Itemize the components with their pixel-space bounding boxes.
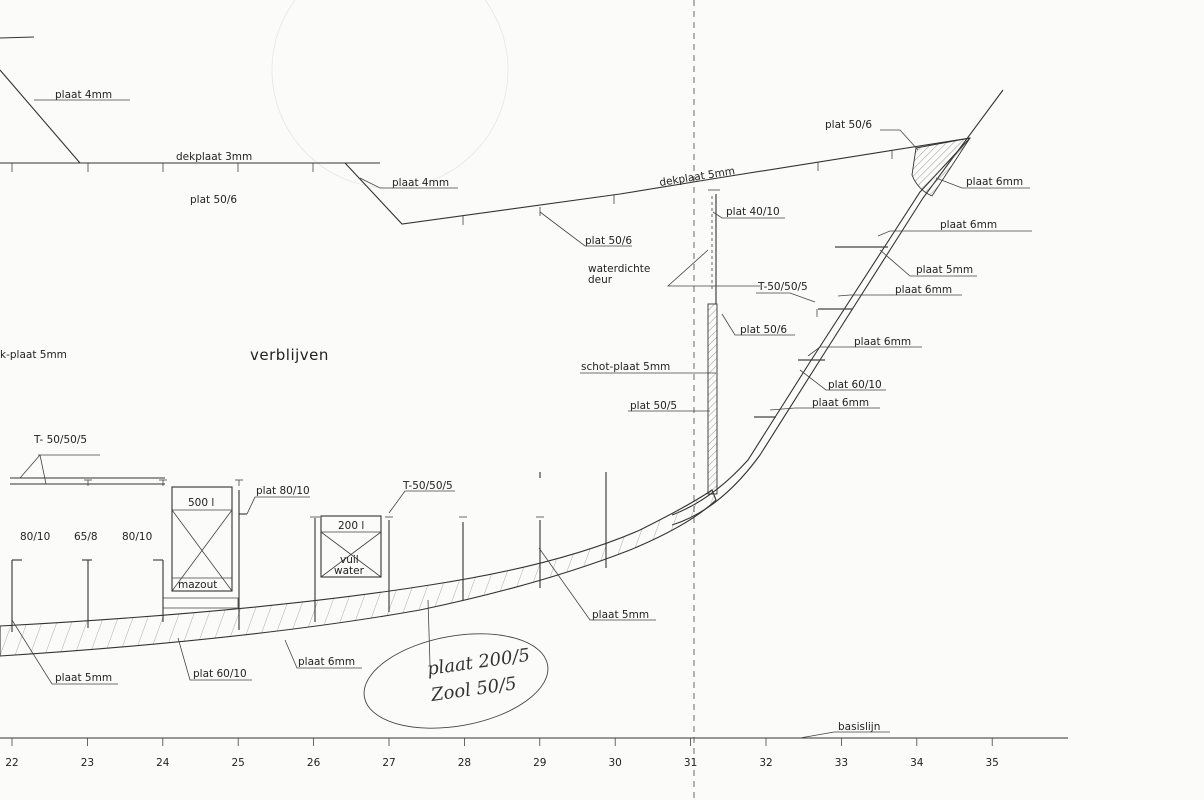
label-mazout: mazout — [178, 579, 217, 591]
frame-label-22: 22 — [5, 757, 18, 769]
frame-number-scale: 22 23 24 25 26 27 28 29 30 31 32 33 34 35 — [5, 757, 999, 769]
label-plat-50-6-upper: plat 50/6 — [585, 235, 632, 247]
frame-label-26: 26 — [307, 757, 321, 769]
label-plat-80-10: plat 80/10 — [256, 485, 310, 497]
label-plat-60-10-right: plat 60/10 — [828, 379, 882, 391]
label-t-50-50-5-left: T- 50/50/5 — [33, 434, 87, 446]
label-vuil: vuil — [340, 554, 359, 566]
frame-label-31: 31 — [684, 757, 697, 769]
frame-label-34: 34 — [910, 757, 924, 769]
label-water: water — [334, 565, 365, 577]
floor-frames — [10, 472, 607, 632]
frame-label-25: 25 — [232, 757, 245, 769]
frame-label-30: 30 — [609, 757, 622, 769]
label-plaat-6mm-bow2: plaat 6mm — [940, 219, 997, 231]
frame-label-33: 33 — [835, 757, 848, 769]
label-basislijn: basislijn — [838, 721, 880, 733]
label-tank-500: 500 l — [188, 497, 214, 509]
t-profile-caps — [84, 479, 544, 518]
tank-vuil-water — [320, 515, 382, 578]
label-waterdichte: waterdichte — [588, 263, 650, 275]
baseline — [0, 0, 1068, 800]
handwritten-zool-50-5: Zool 50/5 — [429, 673, 518, 706]
label-plat-50-6-bow: plat 50/6 — [825, 119, 872, 131]
frame-label-28: 28 — [458, 757, 471, 769]
label-plaat-4mm-mid: plaat 4mm — [392, 177, 449, 189]
label-k-plaat-5mm: k-plaat 5mm — [0, 349, 67, 361]
bow-hull — [671, 89, 1004, 526]
faint-trace-circle — [271, 0, 509, 189]
frame-label-32: 32 — [759, 757, 772, 769]
label-verblijven: verblijven — [250, 346, 329, 364]
handwritten-ellipse — [363, 633, 549, 729]
upper-deck — [0, 36, 971, 225]
label-65-8: 65/8 — [74, 531, 98, 543]
label-plaat-6mm-bow4: plaat 6mm — [854, 336, 911, 348]
labels: plaat 4mm dekplaat 3mm plat 50/6 plaat 4… — [0, 89, 1023, 733]
label-80-10-a: 80/10 — [20, 531, 50, 543]
label-t-50-50-5-right: T-50/50/5 — [757, 281, 808, 293]
label-plaat-6mm-bottom: plaat 6mm — [298, 656, 355, 668]
label-plaat-6mm-bow1: plaat 6mm — [966, 176, 1023, 188]
label-t-50-50-5-mid: T-50/50/5 — [402, 480, 453, 492]
label-plaat-6mm-bow3: plaat 6mm — [895, 284, 952, 296]
label-schot-plaat-5mm: schot-plaat 5mm — [581, 361, 670, 373]
frame-label-23: 23 — [81, 757, 94, 769]
label-plat-50-6-bulkhead: plat 50/6 — [740, 324, 787, 336]
tank-mazout — [171, 486, 233, 592]
label-80-10-b: 80/10 — [122, 531, 152, 543]
label-plat-40-10: plat 40/10 — [726, 206, 780, 218]
label-plat-50-5: plat 50/5 — [630, 400, 677, 412]
bulkhead — [707, 189, 720, 495]
label-plat-60-10-bottom: plat 60/10 — [193, 668, 247, 680]
frame-label-24: 24 — [156, 757, 170, 769]
label-plaat-4mm-top: plaat 4mm — [55, 89, 112, 101]
label-deur: deur — [588, 274, 613, 286]
frame-label-29: 29 — [533, 757, 546, 769]
frame-label-27: 27 — [382, 757, 395, 769]
label-dekplaat-5mm: dekplaat 5mm — [659, 165, 736, 189]
label-plaat-5mm-bow: plaat 5mm — [916, 264, 973, 276]
label-tank-200: 200 l — [338, 520, 364, 532]
label-plaat-5mm-bottom-left: plaat 5mm — [55, 672, 112, 684]
label-plaat-6mm-bow5: plaat 6mm — [812, 397, 869, 409]
frame-label-35: 35 — [986, 757, 999, 769]
label-plat-50-6-left: plat 50/6 — [190, 194, 237, 206]
label-plaat-5mm-bottom-right: plaat 5mm — [592, 609, 649, 621]
leader-lines — [11, 99, 1032, 739]
label-dekplaat-3mm: dekplaat 3mm — [176, 151, 252, 163]
handwritten-plaat-200-5: plaat 200/5 — [426, 645, 531, 680]
